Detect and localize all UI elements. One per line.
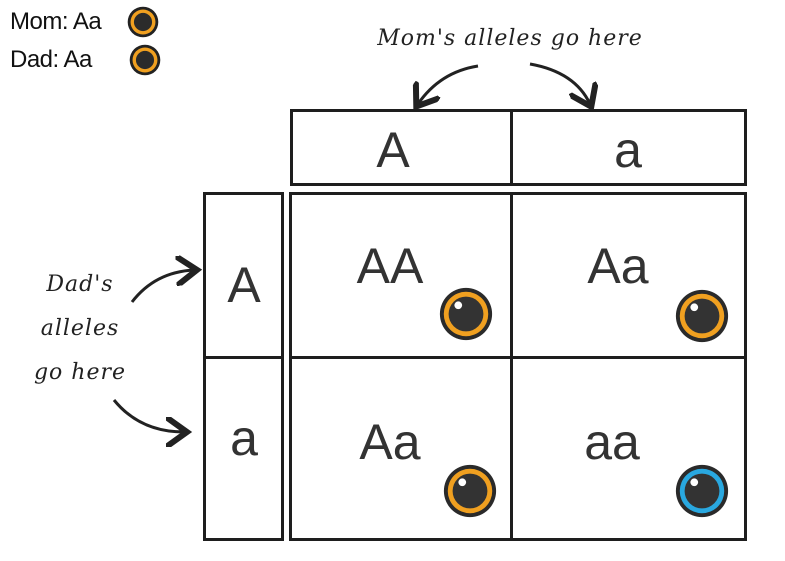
legend-mom: Mom: Aa — [10, 8, 102, 35]
dad-allele-1: A — [227, 257, 261, 313]
brown-eye-icon — [129, 44, 161, 76]
brown-eye-icon — [439, 287, 493, 341]
mom-alleles-header — [290, 109, 747, 186]
divider — [510, 192, 513, 541]
mom-allele-2: a — [614, 122, 642, 178]
arrow-left-mom — [418, 64, 479, 104]
mom-alleles-annotation: Mom's alleles go here — [377, 26, 643, 51]
cell-genotype: Aa — [359, 414, 421, 470]
brown-eye-icon — [443, 464, 497, 518]
blue-eye-icon — [675, 464, 729, 518]
arrow-right-mom — [529, 62, 590, 104]
cell-genotype: aa — [584, 414, 640, 470]
divider — [289, 356, 747, 359]
cell-genotype: Aa — [587, 238, 649, 294]
punnett-grid — [289, 192, 747, 541]
divider — [510, 109, 513, 186]
dad-annotation-line-3: go here — [33, 360, 127, 385]
dad-annotation-line-2: alleles — [40, 316, 120, 341]
dad-allele-2: a — [230, 410, 258, 466]
arrow-dad-top — [130, 270, 194, 303]
mom-allele-1: A — [376, 122, 410, 178]
arrow-dad-bottom — [112, 399, 184, 432]
dad-annotation-line-1: Dad's — [46, 272, 114, 297]
dad-alleles-column — [203, 192, 284, 541]
cell-genotype: AA — [356, 238, 424, 294]
brown-eye-icon — [675, 289, 729, 343]
divider — [203, 356, 284, 359]
brown-eye-icon — [127, 6, 159, 38]
legend-dad: Dad: Aa — [10, 46, 92, 73]
